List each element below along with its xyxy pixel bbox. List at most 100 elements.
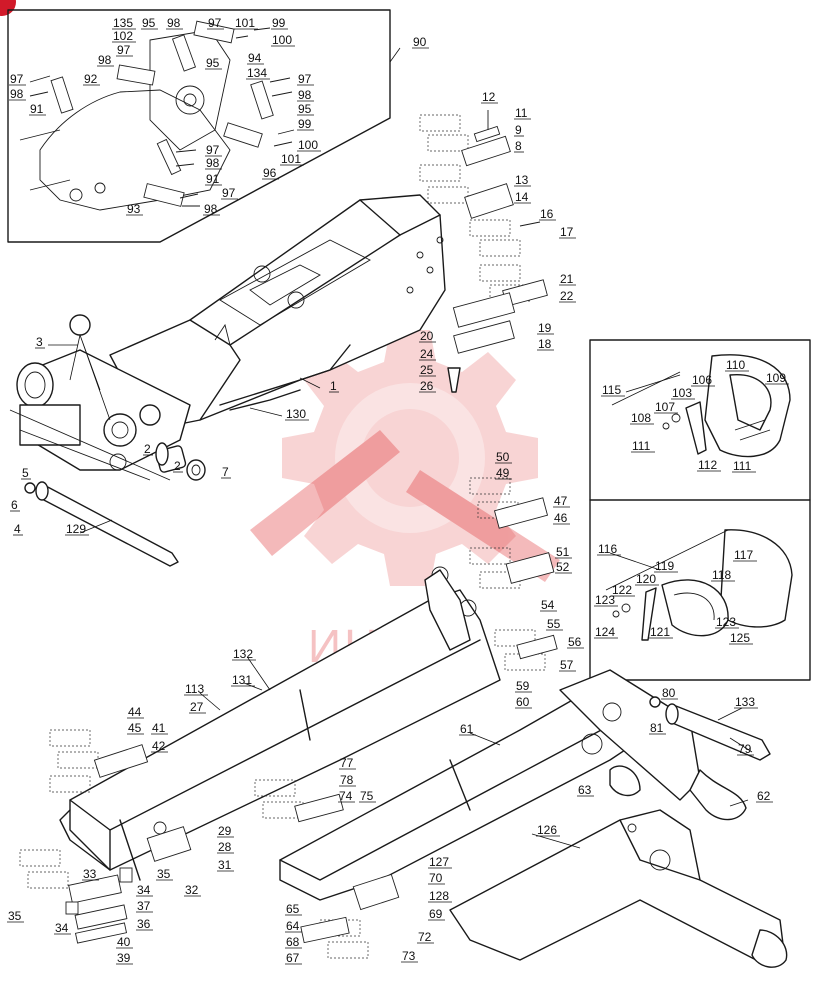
part-label-55: 55 — [547, 617, 561, 631]
part-label-98: 98 — [167, 16, 181, 30]
part-label-61: 61 — [460, 722, 474, 736]
part-label-41: 41 — [152, 721, 166, 735]
part-label-93: 93 — [127, 202, 141, 216]
part-label-99: 99 — [272, 16, 286, 30]
part-label-124: 124 — [595, 625, 615, 639]
part-label-111: 111 — [733, 459, 752, 473]
part-label-79: 79 — [738, 742, 752, 756]
inner-boom-section — [279, 669, 771, 901]
part-label-35: 35 — [157, 867, 171, 881]
corner-badge-icon — [0, 0, 16, 16]
part-label-123: 123 — [716, 615, 736, 629]
part-label-129: 129 — [66, 522, 86, 536]
part-label-34: 34 — [137, 883, 151, 897]
part-label-113: 113 — [185, 682, 204, 696]
part-label-112: 112 — [698, 458, 717, 472]
part-label-100: 100 — [298, 138, 318, 152]
part-label-52: 52 — [556, 560, 570, 574]
part-label-64: 64 — [286, 919, 300, 933]
part-label-119: 119 — [655, 559, 674, 573]
part-label-97: 97 — [222, 186, 236, 200]
boom-tip-section — [449, 809, 788, 968]
part-label-126: 126 — [537, 823, 557, 837]
part-label-26: 26 — [420, 379, 434, 393]
part-label-46: 46 — [554, 511, 568, 525]
part-label-98: 98 — [206, 156, 220, 170]
slide-pads-upper — [419, 110, 548, 393]
part-label-81: 81 — [650, 721, 664, 735]
part-label-36: 36 — [137, 917, 151, 931]
part-label-95: 95 — [206, 56, 220, 70]
part-label-98: 98 — [298, 88, 312, 102]
part-label-59: 59 — [516, 679, 530, 693]
part-label-57: 57 — [560, 658, 574, 672]
part-label-135: 135 — [113, 16, 133, 30]
part-label-94: 94 — [248, 51, 262, 65]
part-label-13: 13 — [515, 173, 529, 187]
part-label-37: 37 — [137, 899, 151, 913]
part-label-40: 40 — [117, 935, 131, 949]
part-label-123: 123 — [595, 593, 615, 607]
part-label-2: 2 — [144, 442, 151, 456]
part-label-29: 29 — [218, 824, 232, 838]
part-label-35: 35 — [8, 909, 22, 923]
part-label-69: 69 — [429, 907, 443, 921]
part-label-130: 130 — [286, 407, 306, 421]
part-label-108: 108 — [631, 411, 651, 425]
part-label-91: 91 — [206, 172, 220, 186]
part-label-3: 3 — [36, 335, 43, 349]
part-label-91: 91 — [30, 102, 44, 116]
part-label-18: 18 — [538, 337, 552, 351]
part-label-97: 97 — [10, 72, 24, 86]
part-label-122: 122 — [612, 583, 632, 597]
part-label-65: 65 — [286, 902, 300, 916]
part-label-98: 98 — [204, 202, 218, 216]
part-label-134: 134 — [247, 66, 267, 80]
part-label-19: 19 — [538, 321, 552, 335]
part-label-116: 116 — [598, 542, 617, 556]
part-label-25: 25 — [420, 363, 434, 377]
part-label-49: 49 — [496, 466, 510, 480]
part-label-97: 97 — [206, 143, 220, 157]
part-label-47: 47 — [554, 494, 568, 508]
part-label-97: 97 — [117, 43, 131, 57]
part-label-27: 27 — [190, 700, 204, 714]
part-label-2: 2 — [174, 459, 181, 473]
part-label-98: 98 — [10, 87, 24, 101]
watermark-gear-icon — [282, 330, 538, 586]
slide-pads-lower — [19, 477, 558, 959]
part-label-111: 111 — [632, 439, 651, 453]
part-label-4: 4 — [14, 522, 21, 536]
part-label-115: 115 — [602, 383, 621, 397]
part-label-70: 70 — [429, 871, 443, 885]
part-label-73: 73 — [402, 949, 416, 963]
part-label-68: 68 — [286, 935, 300, 949]
part-label-63: 63 — [578, 783, 592, 797]
part-label-9: 9 — [515, 123, 522, 137]
part-label-54: 54 — [541, 598, 555, 612]
part-label-44: 44 — [128, 705, 142, 719]
part-label-45: 45 — [128, 721, 142, 735]
part-label-74: 74 — [339, 789, 353, 803]
part-label-33: 33 — [83, 867, 97, 881]
part-label-120: 120 — [636, 572, 656, 586]
part-label-67: 67 — [286, 951, 300, 965]
part-label-103: 103 — [672, 386, 692, 400]
part-label-106: 106 — [692, 373, 712, 387]
part-label-118: 118 — [712, 568, 731, 582]
part-label-127: 127 — [429, 855, 449, 869]
part-label-8: 8 — [515, 139, 522, 153]
part-label-6: 6 — [11, 498, 18, 512]
part-label-1: 1 — [330, 379, 337, 393]
part-label-39: 39 — [117, 951, 131, 965]
part-label-78: 78 — [340, 773, 354, 787]
part-label-121: 121 — [650, 625, 670, 639]
part-label-132: 132 — [233, 647, 253, 661]
part-label-72: 72 — [418, 930, 432, 944]
part-label-110: 110 — [726, 358, 745, 372]
part-label-90: 90 — [413, 35, 427, 49]
part-label-50: 50 — [496, 450, 510, 464]
part-label-107: 107 — [655, 400, 675, 414]
part-label-7: 7 — [222, 465, 229, 479]
